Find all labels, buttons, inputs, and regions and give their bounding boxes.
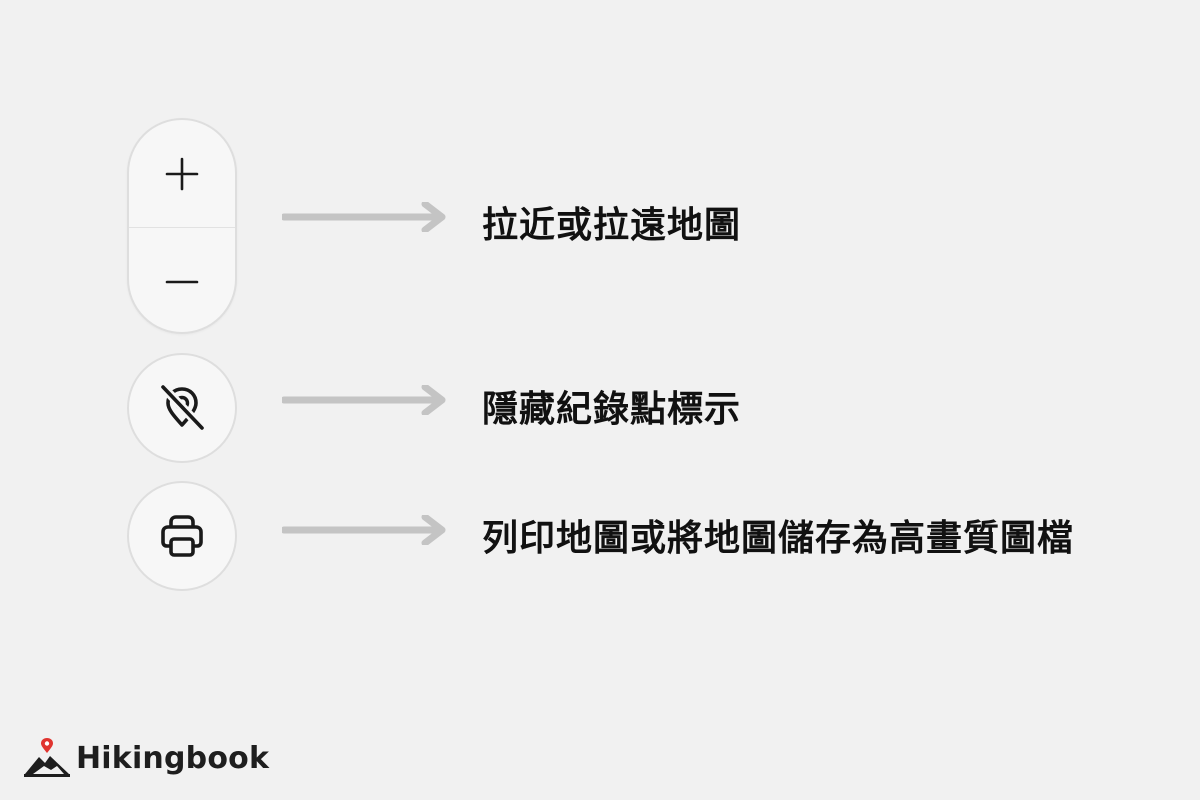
hide-markers-button[interactable]	[127, 353, 237, 463]
plus-icon	[165, 157, 199, 190]
brand-logo: Hikingbook	[24, 738, 269, 778]
zoom-in-button[interactable]	[129, 120, 235, 227]
print-button[interactable]	[127, 481, 237, 591]
location-off-icon	[158, 382, 207, 433]
zoom-divider	[129, 227, 235, 228]
zoom-control	[127, 118, 237, 334]
printer-icon	[161, 515, 203, 557]
arrow-hide-markers	[282, 385, 446, 415]
minus-icon	[165, 280, 199, 283]
arrow-print	[282, 515, 446, 545]
print-label: 列印地圖或將地圖儲存為高畫質圖檔	[482, 518, 1075, 559]
hide-markers-label: 隱藏紀錄點標示	[482, 389, 742, 430]
brand-name: Hikingbook	[76, 740, 270, 776]
arrow-zoom	[282, 202, 446, 232]
mountain-pin-logo-icon	[24, 738, 70, 777]
zoom-label: 拉近或拉遠地圖	[482, 205, 742, 246]
zoom-out-button[interactable]	[129, 228, 235, 332]
